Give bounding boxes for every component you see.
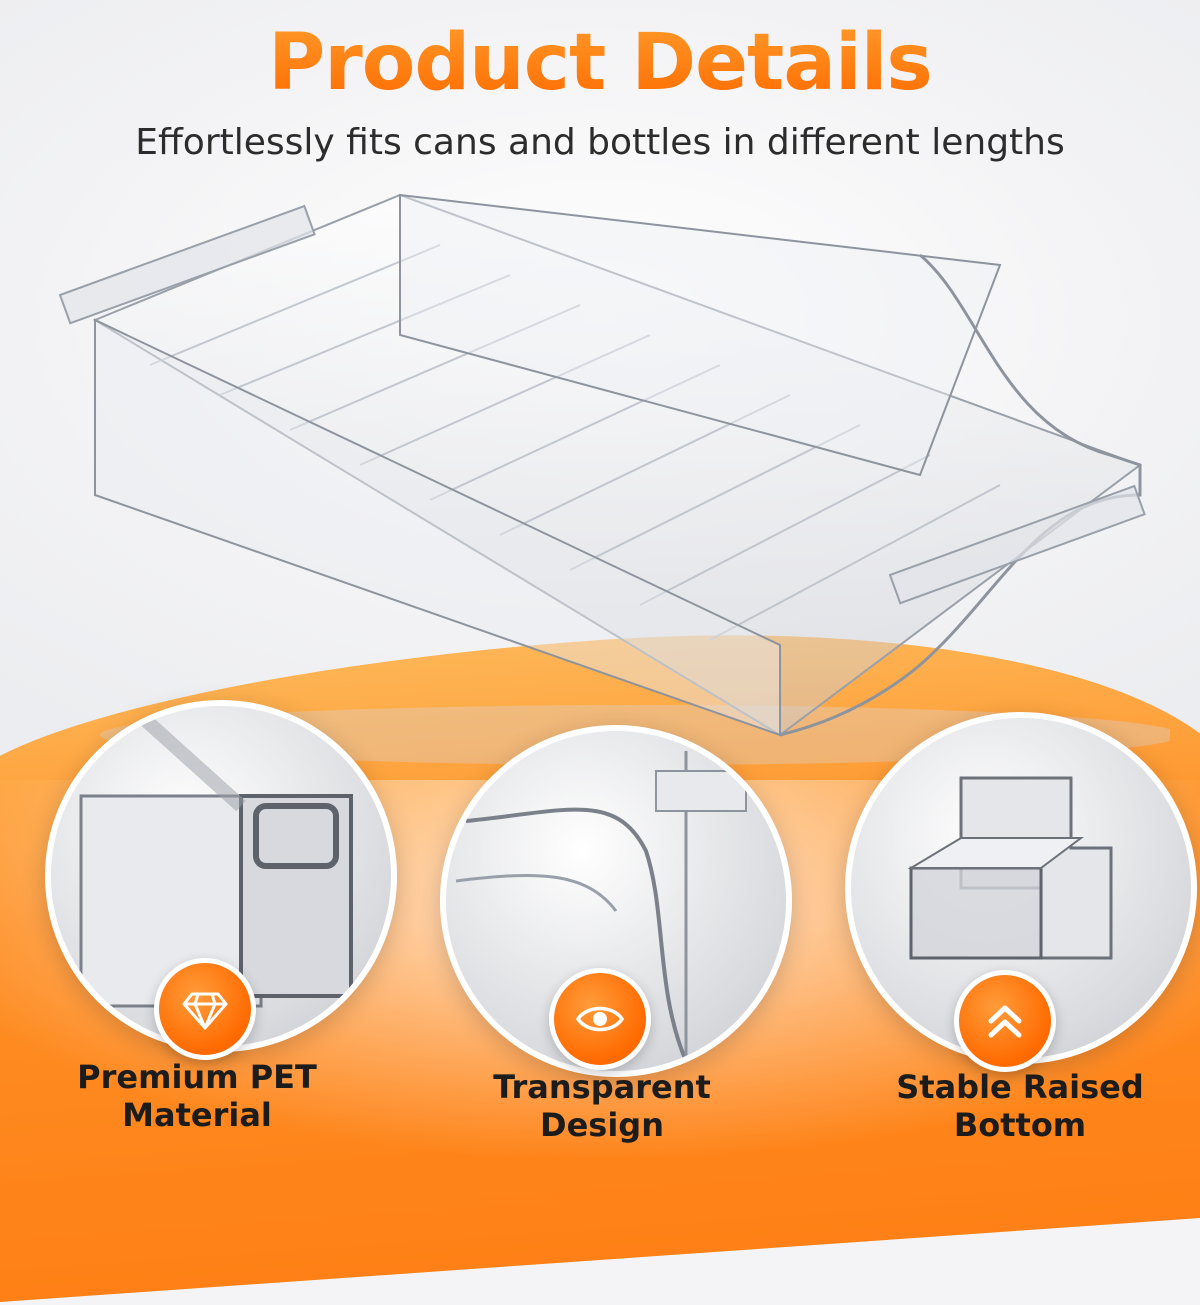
eye-icon (575, 1006, 625, 1032)
raised-bottom-closeup-image (907, 776, 1113, 960)
double-chevron-up-icon (988, 1005, 1022, 1038)
product-organizer-image (58, 193, 1170, 765)
feature-badge-bottom (954, 970, 1056, 1072)
feature-label-line2: Material (122, 1096, 272, 1134)
feature-label-bottom: Stable Raised Bottom (850, 1068, 1190, 1144)
feature-label-material: Premium PET Material (27, 1058, 367, 1134)
feature-badge-material (154, 958, 256, 1060)
transparent-closeup-image (455, 751, 747, 1062)
diamond-icon (182, 992, 228, 1030)
feature-label-line2: Bottom (953, 1106, 1087, 1144)
page-subtitle: Effortlessly fits cans and bottles in di… (135, 122, 1065, 163)
feature-label-line1: Premium PET (77, 1058, 317, 1096)
feature-label-line2: Design (540, 1106, 664, 1144)
feature-badge-transparent (549, 968, 651, 1070)
feature-label-line1: Stable Raised (896, 1068, 1144, 1106)
feature-label-transparent: Transparent Design (432, 1068, 772, 1144)
feature-label-line1: Transparent (493, 1068, 711, 1106)
page-title: Product Details (0, 18, 1200, 108)
